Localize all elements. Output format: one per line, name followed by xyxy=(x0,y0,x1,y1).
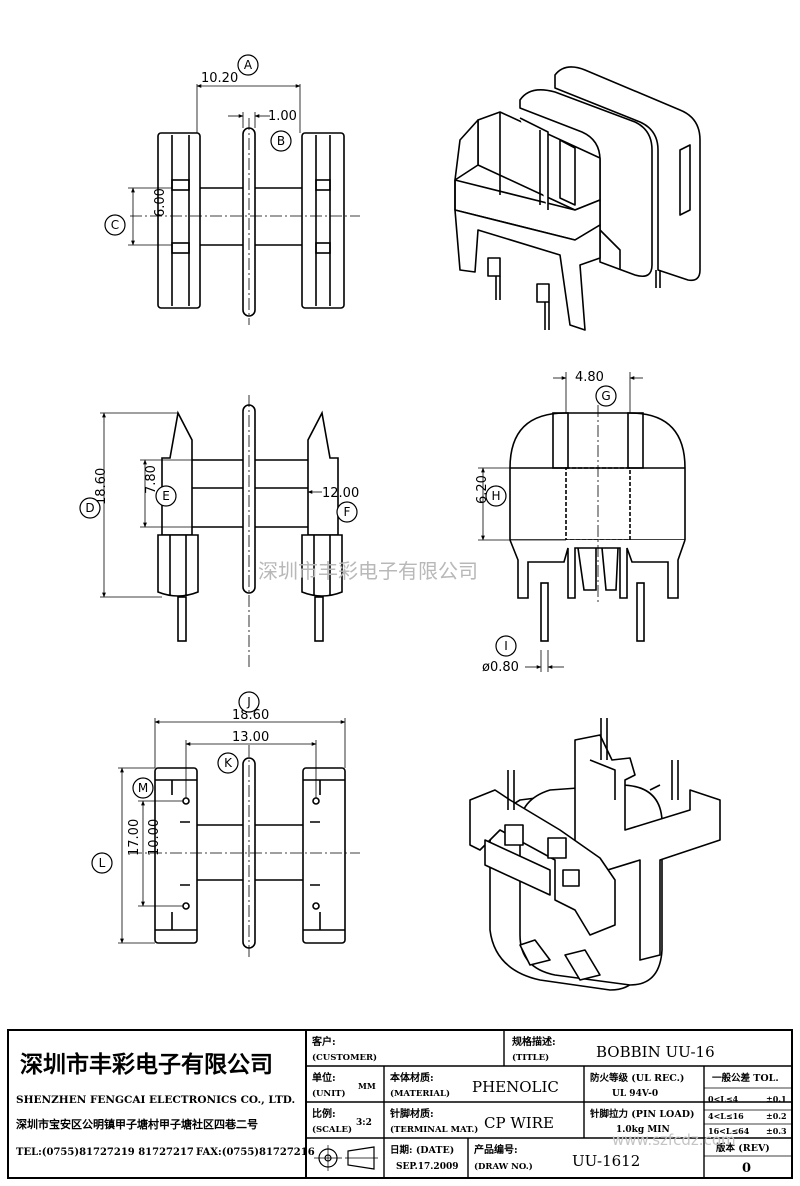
bubble-b: B xyxy=(277,134,285,148)
draw-no-label: 产品编号: xyxy=(474,1143,518,1156)
bubble-k: K xyxy=(224,756,233,770)
company-tel: TEL:(0755)81727219 81727217 xyxy=(16,1147,194,1158)
bubble-a: A xyxy=(244,58,253,72)
draw-no-label-en: (DRAW NO.) xyxy=(474,1161,533,1172)
title-label: 规格描述: xyxy=(512,1035,556,1048)
top-view xyxy=(130,118,360,325)
unit-label: 单位: xyxy=(312,1071,336,1084)
title-block-grid xyxy=(7,1029,793,1179)
company-fax: FAX:(0755)81727216 xyxy=(196,1147,315,1158)
bubble-e: E xyxy=(162,489,170,503)
front-view xyxy=(509,405,686,642)
dim-d: 18.60 xyxy=(94,468,109,505)
bubble-m: M xyxy=(138,781,148,795)
dim-l: 17.00 xyxy=(127,819,142,856)
company-name-en: SHENZHEN FENGCAI ELECTRONICS CO., LTD. xyxy=(16,1094,295,1106)
bubble-g: G xyxy=(601,389,610,403)
rev-value: 0 xyxy=(742,1161,751,1176)
dim-f: 12.00 xyxy=(322,486,359,501)
scale-label: 比例: xyxy=(312,1107,336,1120)
tolerance-label: 一般公差 TOL. xyxy=(712,1072,779,1084)
pin-load-label: 针脚拉力 (PIN LOAD) xyxy=(590,1108,694,1120)
side-view-dims xyxy=(100,412,322,598)
dim-c: 6.00 xyxy=(153,188,168,217)
customer-label-en: (CUSTOMER) xyxy=(312,1052,377,1063)
tolerance-range-1: 0<L≤4 xyxy=(708,1094,739,1104)
dim-a: 10.20 xyxy=(201,71,238,86)
title-value: BOBBIN UU-16 xyxy=(596,1043,715,1061)
material-label: 本体材质: xyxy=(390,1071,434,1084)
tolerance-range-3: 16<L≤64 xyxy=(708,1126,750,1136)
tolerance-value-3: ±0.3 xyxy=(766,1126,787,1136)
dim-k: 13.00 xyxy=(232,730,269,745)
isometric-view-top xyxy=(454,66,701,331)
dim-i: ø0.80 xyxy=(482,660,519,675)
scale-value: 3:2 xyxy=(356,1118,372,1128)
bottom-view-dims xyxy=(118,718,346,944)
title-label-en: (TITLE) xyxy=(512,1052,549,1063)
top-view-dims xyxy=(128,84,301,246)
projection-symbol-icon xyxy=(314,1145,378,1171)
unit-value: MM xyxy=(358,1081,376,1091)
draw-no-value: UU-1612 xyxy=(572,1152,640,1170)
tolerance-value-1: ±0.1 xyxy=(766,1094,787,1104)
side-view xyxy=(157,395,343,670)
tolerance-value-2: ±0.2 xyxy=(766,1111,787,1121)
terminal-label-en: (TERMINAL MAT.) xyxy=(390,1124,478,1135)
material-value: PHENOLIC xyxy=(472,1078,559,1096)
customer-label: 客户: xyxy=(311,1035,336,1048)
material-label-en: (MATERIAL) xyxy=(390,1088,450,1099)
pin-load-value: 1.0kg MIN xyxy=(616,1125,670,1135)
dim-m: 10.00 xyxy=(147,819,162,856)
date-label: 日期: (DATE) xyxy=(390,1144,454,1156)
bubble-l: L xyxy=(99,856,106,870)
dim-b: 1.00 xyxy=(268,109,297,124)
dim-g: 4.80 xyxy=(575,370,604,385)
flame-value: UL 94V-0 xyxy=(612,1089,658,1099)
scale-label-en: (SCALE) xyxy=(312,1124,352,1135)
website-watermark: www.szfcdz.com xyxy=(612,1131,736,1149)
bottom-view xyxy=(130,745,360,960)
tolerance-range-2: 4<L≤16 xyxy=(708,1111,744,1121)
terminal-label: 针脚材质: xyxy=(390,1107,434,1120)
rev-label: 版本 (REV) xyxy=(715,1142,770,1154)
company-name-cn: 深圳市丰彩电子有限公司 xyxy=(20,1051,273,1078)
flame-label: 防火等级 (UL REC.) xyxy=(590,1072,684,1084)
bubble-j: J xyxy=(246,695,251,709)
date-value: SEP.17.2009 xyxy=(396,1162,458,1172)
bubble-c: C xyxy=(111,218,119,232)
dim-e: 7.80 xyxy=(144,465,159,494)
company-address: 深圳市宝安区公明镇甲子塘村甲子塘社区四巷二号 xyxy=(16,1117,258,1131)
bubble-i: I xyxy=(504,639,508,653)
front-view-dims xyxy=(478,372,643,672)
dim-j: 18.60 xyxy=(232,708,269,723)
terminal-value: CP WIRE xyxy=(484,1114,554,1132)
isometric-view-bottom xyxy=(469,718,721,991)
bubble-labels xyxy=(79,54,617,874)
bubble-d: D xyxy=(85,501,94,515)
bubble-h: H xyxy=(491,489,500,503)
watermark-text: 深圳市丰彩电子有限公司 xyxy=(258,559,478,583)
bubble-f: F xyxy=(344,505,351,519)
unit-label-en: (UNIT) xyxy=(312,1088,346,1099)
